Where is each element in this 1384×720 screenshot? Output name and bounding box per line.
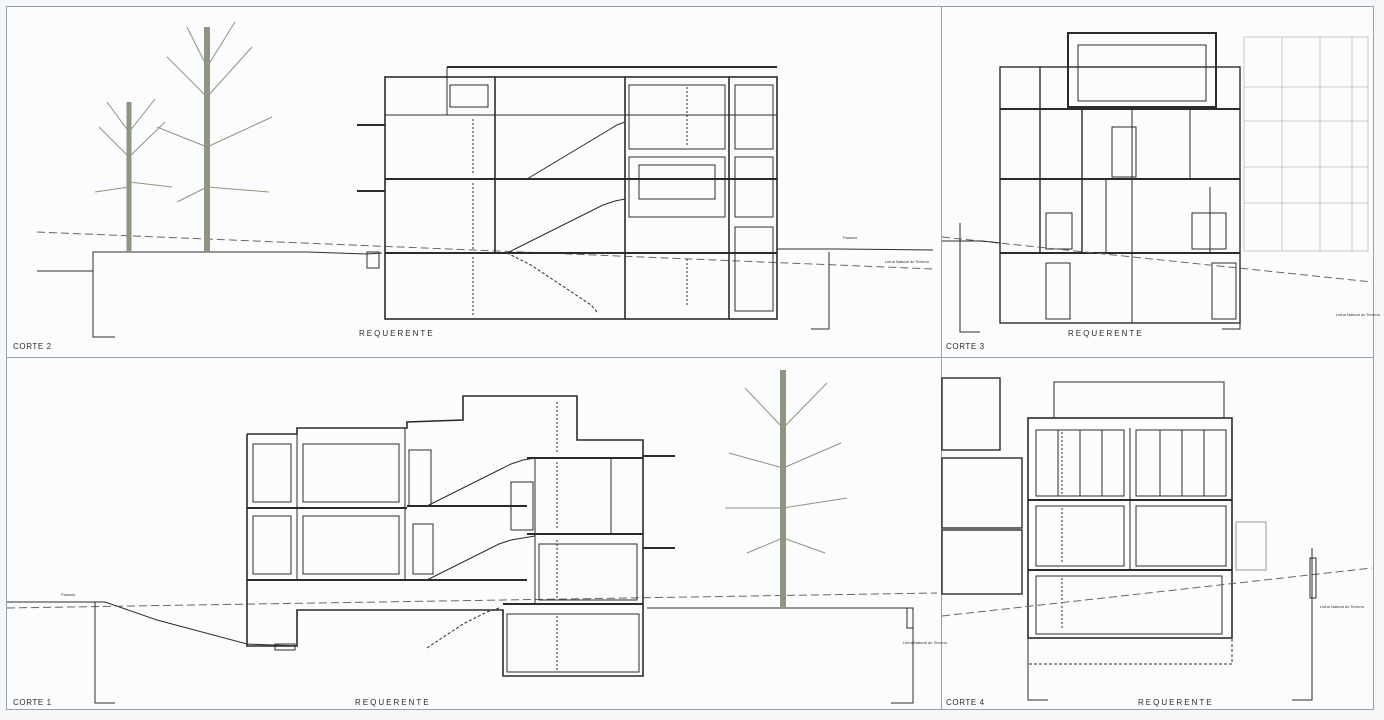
corte-4-drawing bbox=[941, 377, 1373, 701]
section-marker-left bbox=[959, 223, 980, 333]
boundary-note: Linha Natural do Terreno bbox=[1336, 312, 1380, 317]
section-marker-right bbox=[811, 252, 830, 330]
tree-icon bbox=[94, 21, 273, 252]
section-title: CORTE 1 bbox=[13, 698, 52, 707]
section-title: CORTE 3 bbox=[946, 342, 985, 351]
building-outline bbox=[384, 76, 778, 320]
building-outline bbox=[246, 395, 644, 677]
boundary-note: Linha Natural do Terreno bbox=[885, 259, 929, 264]
section-corte-2: CORTE 2 REQUERENTE Passeio Linha Natural… bbox=[7, 7, 942, 358]
stair bbox=[426, 607, 500, 649]
section-corte-4: CORTE 4 REQUERENTE Linha Natural do Terr… bbox=[941, 358, 1373, 709]
section-marker-left bbox=[1027, 638, 1048, 701]
section-corte-1: CORTE 1 REQUERENTE Passeio Linha Natural… bbox=[6, 358, 947, 709]
boundary-note: Linha Natural do Terreno bbox=[1320, 604, 1364, 609]
section-corte-3: CORTE 3 REQUERENTE Linha Natural do Terr… bbox=[941, 7, 1380, 358]
section-marker-right bbox=[1292, 548, 1313, 701]
street-label: Passeio bbox=[843, 235, 858, 240]
owner-caption: REQUERENTE bbox=[1068, 329, 1144, 338]
owner-caption: REQUERENTE bbox=[355, 698, 431, 707]
building-outline bbox=[999, 66, 1241, 324]
owner-caption: REQUERENTE bbox=[1138, 698, 1214, 707]
corte-2-drawing bbox=[36, 21, 934, 338]
drawing-sheet: CORTE 2 REQUERENTE Passeio Linha Natural… bbox=[6, 6, 1380, 710]
section-marker-left bbox=[92, 271, 115, 338]
owner-caption: REQUERENTE bbox=[359, 329, 435, 338]
corte-3-drawing bbox=[941, 32, 1373, 333]
stair bbox=[426, 535, 536, 581]
corte-1-drawing bbox=[6, 370, 938, 704]
section-marker-right bbox=[1222, 257, 1241, 330]
ground-line bbox=[37, 251, 383, 272]
ground-line bbox=[7, 601, 298, 647]
stair bbox=[506, 252, 598, 313]
ground-line-right bbox=[777, 248, 934, 251]
stair bbox=[426, 457, 536, 507]
street-label: Passeio bbox=[61, 592, 76, 597]
section-marker-right bbox=[891, 608, 914, 704]
section-title: CORTE 4 bbox=[946, 698, 985, 707]
stair bbox=[526, 121, 626, 180]
boundary-note: Linha Natural do Terreno bbox=[903, 640, 947, 645]
stair bbox=[506, 198, 626, 254]
section-marker-left bbox=[94, 602, 115, 704]
section-title: CORTE 2 bbox=[13, 342, 52, 351]
tree-icon bbox=[725, 370, 848, 608]
